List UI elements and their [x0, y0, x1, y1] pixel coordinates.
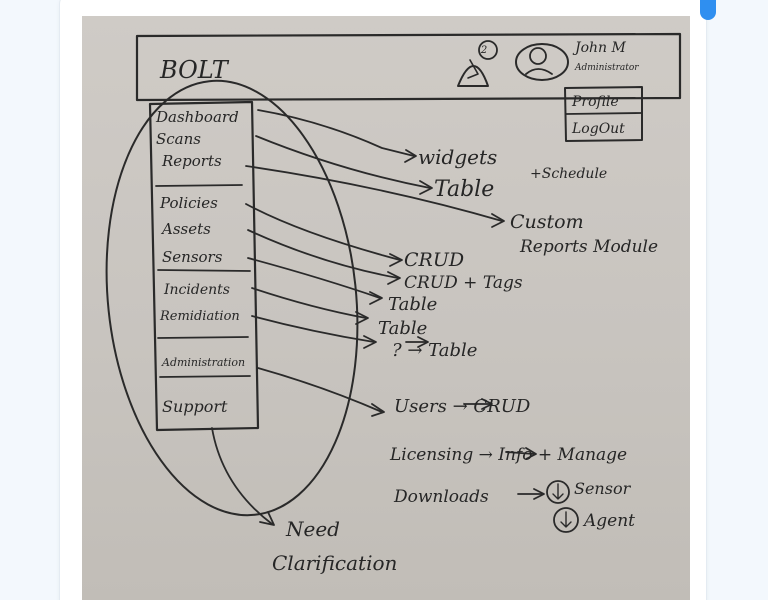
arrow-reports — [245, 165, 503, 222]
note-reports-module: Reports Module — [519, 237, 658, 257]
nav-policies: Policies — [159, 194, 218, 212]
notification-count: 2 — [480, 45, 487, 56]
note-sensor: Sensor — [574, 479, 632, 498]
download-agent-icon — [553, 507, 579, 533]
arrow-assets-head — [387, 271, 401, 285]
download-sensor-arrow-icon — [552, 483, 564, 500]
arrow-question-head — [417, 336, 429, 348]
nav-support: Support — [162, 397, 228, 416]
arrow-dashboard-head — [404, 149, 417, 163]
arrow-incidents-head — [355, 311, 369, 325]
arrow-licensing — [505, 451, 535, 455]
scroll-accent — [700, 0, 716, 20]
user-menu-frame — [564, 86, 643, 142]
arrow-reports-head — [491, 213, 505, 228]
nav-divider-4 — [159, 375, 251, 378]
nav-divider-3 — [157, 336, 249, 339]
arrow-licensing-head — [525, 447, 537, 460]
note-crud: CRUD — [404, 249, 464, 271]
nav-grouping-ellipse — [105, 79, 359, 517]
nav-divider-1 — [155, 184, 243, 187]
note-licensing: Licensing → Info + Manage — [389, 445, 627, 465]
arrow-scans-head — [419, 180, 433, 195]
logo-text: BOLT — [159, 56, 230, 84]
note-plus-schedule: +Schedule — [530, 166, 607, 182]
note-downloads: Downloads — [393, 487, 489, 507]
arrow-incidents — [251, 287, 367, 319]
arrow-policies — [245, 203, 401, 261]
note-clarification: Clarification — [272, 551, 397, 575]
note-users-crud: Users → CRUD — [394, 396, 531, 417]
arrow-policies-head — [389, 253, 403, 267]
arrow-administration-head — [371, 403, 385, 417]
user-role: Administrator — [574, 63, 639, 73]
arrow-scans — [255, 135, 431, 189]
arrow-sensors — [247, 257, 381, 299]
nav-remidiation: Remidiation — [159, 309, 240, 324]
note-question-table: ? → Table — [392, 340, 477, 361]
nav-frame — [148, 100, 260, 432]
arrow-remidiation — [251, 315, 375, 343]
note-table-2: Table — [378, 318, 427, 339]
avatar-icon — [515, 43, 569, 81]
mapping-arrows — [211, 109, 545, 526]
wireframe-sketch: BOLT 2 John M Administrator Profile LogO… — [105, 32, 682, 575]
arrow-dashboard — [257, 109, 415, 157]
download-sensor-icon — [546, 480, 570, 504]
user-menu-divider — [565, 112, 642, 115]
menu-profile: Profile — [571, 94, 619, 110]
note-agent: Agent — [582, 511, 635, 531]
note-crud-tags: CRUD + Tags — [404, 273, 523, 293]
nav-scans: Scans — [156, 130, 201, 148]
nav-dashboard: Dashboard — [155, 108, 239, 126]
note-custom: Custom — [510, 211, 584, 233]
nav-assets: Assets — [160, 220, 211, 238]
arrow-remidiation-head — [363, 335, 377, 349]
download-agent-arrow-icon — [560, 511, 572, 528]
note-widgets: widgets — [418, 145, 497, 169]
user-name: John M — [572, 40, 627, 56]
nav-administration: Administration — [161, 356, 245, 369]
nav-divider-2 — [157, 269, 251, 272]
header-frame — [135, 32, 682, 102]
arrow-support — [211, 427, 273, 525]
bell-icon-clapper — [467, 59, 479, 79]
arrow-administration — [257, 367, 383, 413]
nav-sensors: Sensors — [162, 248, 223, 266]
notification-badge-icon — [478, 40, 498, 60]
nav-reports: Reports — [161, 152, 222, 170]
arrow-downloads-head — [533, 488, 545, 500]
note-table-schedule: Table — [434, 177, 494, 202]
arrow-support-head — [259, 511, 275, 526]
menu-logout: LogOut — [571, 121, 625, 137]
arrow-sensors-head — [369, 291, 383, 305]
note-table-1: Table — [388, 294, 437, 315]
bell-icon — [457, 65, 489, 87]
sketch-photo: BOLT 2 John M Administrator Profile LogO… — [82, 16, 690, 600]
arrow-users-head — [481, 398, 493, 410]
arrow-assets — [247, 229, 399, 279]
avatar-body-icon — [525, 68, 553, 75]
nav-incidents: Incidents — [163, 282, 230, 298]
note-need: Need — [285, 517, 340, 541]
avatar-head-icon — [529, 47, 547, 65]
